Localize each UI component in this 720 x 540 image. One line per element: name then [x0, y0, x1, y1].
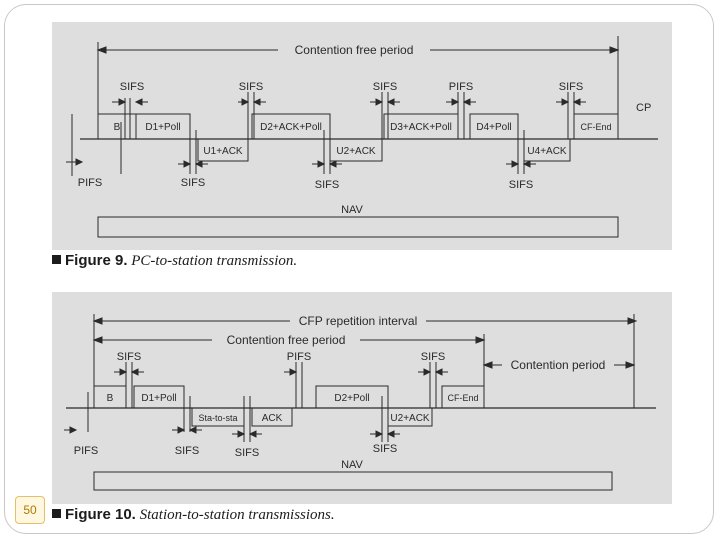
- gap-label: PIFS: [78, 177, 102, 189]
- cp-label: CP: [636, 102, 651, 114]
- gap-label: SIFS: [175, 445, 199, 457]
- page-number-badge: 50: [15, 496, 45, 524]
- frame-label: D1+Poll: [141, 393, 176, 404]
- frame-d4: [469, 113, 519, 140]
- figure-10-diagram: CFP repetition interval Contention free …: [52, 292, 672, 504]
- gap-label: SIFS: [235, 447, 259, 459]
- cfp-label-10: Contention free period: [227, 333, 346, 347]
- frame-d1: [135, 113, 191, 140]
- gap-label: PIFS: [287, 351, 311, 363]
- gap-label: SIFS: [373, 443, 397, 455]
- frame-label: U2+ACK: [336, 146, 376, 157]
- frame-label: U1+ACK: [203, 146, 243, 157]
- frame-label: Sta-to-sta: [198, 413, 237, 423]
- cfp-label-9: Contention free period: [295, 43, 414, 57]
- gap-label: SIFS: [509, 179, 533, 191]
- frame-label: D4+Poll: [476, 122, 511, 133]
- gap-label: SIFS: [559, 81, 583, 93]
- frame-label: B: [114, 122, 121, 133]
- gap-label: PIFS: [74, 445, 98, 457]
- gap-label: SIFS: [117, 351, 141, 363]
- gap-label: SIFS: [315, 179, 339, 191]
- nav-label-9: NAV: [341, 204, 363, 216]
- frame-u1: [197, 138, 249, 162]
- frame-label: U2+ACK: [390, 413, 430, 424]
- frame-label: D1+Poll: [145, 122, 180, 133]
- gap-label: PIFS: [449, 81, 473, 93]
- frame-label: D2+ACK+Poll: [260, 122, 322, 133]
- nav-label-10: NAV: [341, 459, 363, 471]
- frame-label: CF-End: [447, 393, 478, 403]
- frame-label: B: [107, 393, 114, 404]
- gap-label: SIFS: [239, 81, 263, 93]
- gap-label: SIFS: [120, 81, 144, 93]
- gap-label: SIFS: [373, 81, 397, 93]
- gap-label: SIFS: [181, 177, 205, 189]
- frame-label: ACK: [262, 413, 283, 424]
- figure-10-caption: Figure 10. Station-to-station transmissi…: [52, 506, 335, 524]
- nav-bar-9: [97, 216, 619, 238]
- contention-period-label: Contention period: [511, 358, 606, 372]
- figure-9-diagram: Contention free period CP NAV B D1+Poll …: [52, 22, 672, 250]
- frame-label: U4+ACK: [527, 146, 567, 157]
- cfp-repetition-label: CFP repetition interval: [299, 314, 418, 328]
- frame-label: D2+Poll: [334, 393, 369, 404]
- frame-d2: [251, 113, 331, 140]
- frame-label: CF-End: [580, 122, 611, 132]
- figure-9-caption: Figure 9. PC-to-station transmission.: [52, 252, 297, 270]
- frame-label: D3+ACK+Poll: [390, 122, 452, 133]
- gap-label: SIFS: [421, 351, 445, 363]
